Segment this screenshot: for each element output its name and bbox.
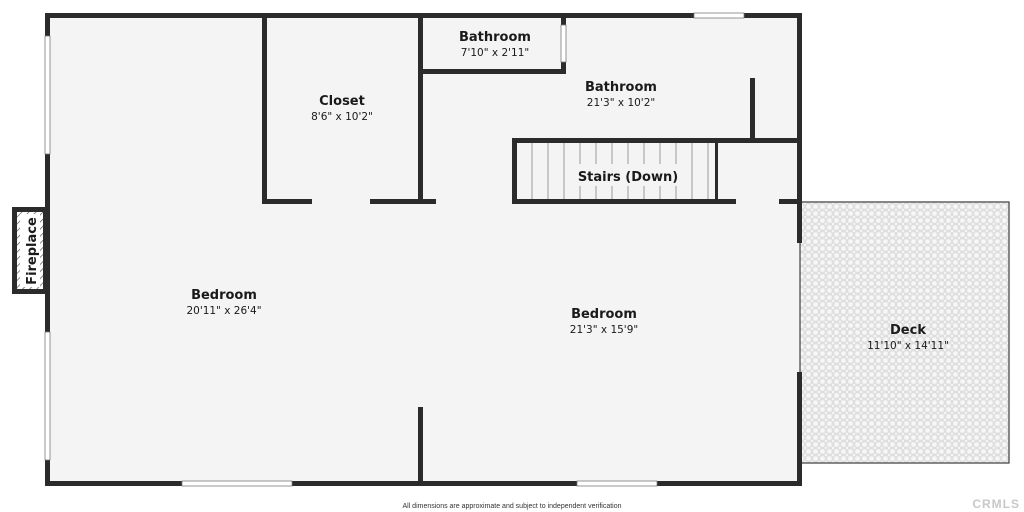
wall-small-bath-right-a — [561, 13, 566, 25]
bedroom-right-dims: 21'3" x 15'9" — [570, 324, 638, 336]
wall-closet-bottom-b — [370, 199, 436, 204]
wall-bottom — [45, 481, 802, 486]
wall-bedroom-divider — [418, 407, 423, 486]
window-left-upper — [44, 35, 51, 155]
bathroom-main-name: Bathroom — [585, 80, 657, 95]
wall-closet-left — [262, 13, 267, 204]
stairs-name: Stairs (Down) — [578, 170, 678, 185]
footer-disclaimer: All dimensions are approximate and subje… — [402, 503, 621, 510]
wall-stairs-top — [512, 138, 802, 143]
wall-stairs-bottom-a — [512, 199, 736, 204]
window-small-bath — [560, 24, 567, 63]
fireplace-label: Fireplace — [25, 217, 40, 285]
wall-stairs-divider — [715, 143, 718, 204]
wall-top — [45, 13, 802, 18]
bathroom-small-name: Bathroom — [459, 30, 531, 45]
fireplace — [12, 207, 48, 294]
bedroom-left-dims: 20'11" x 26'4" — [186, 305, 261, 317]
deck-area — [799, 201, 1010, 464]
closet-dims: 8'6" x 10'2" — [311, 111, 373, 123]
wall-small-bath-bottom — [418, 69, 566, 74]
wall-closet-bottom-a — [262, 199, 312, 204]
deck-dims: 11'10" x 14'11" — [867, 340, 949, 352]
window-bottom-right — [576, 480, 658, 487]
bathroom-small-dims: 7'10" x 2'11" — [461, 47, 529, 59]
window-left-lower — [44, 331, 51, 461]
wall-stairs-bottom-b — [779, 199, 802, 204]
wall-small-bath-right-b — [561, 62, 566, 74]
windows — [44, 12, 745, 487]
wall-stairs-left — [512, 138, 517, 204]
stairs-label-bg — [579, 164, 677, 186]
window-top — [693, 12, 745, 19]
deck-name: Deck — [890, 323, 926, 338]
window-bottom-left — [181, 480, 293, 487]
wall-bath-stub — [750, 78, 755, 140]
wall-right-lower — [797, 372, 802, 486]
brand-watermark: CRMLS — [972, 497, 1020, 511]
closet-name: Closet — [319, 94, 365, 109]
bathroom-main-dims: 21'3" x 10'2" — [587, 97, 655, 109]
bedroom-left-name: Bedroom — [191, 288, 257, 303]
wall-closet-right — [418, 13, 423, 204]
bedroom-right-name: Bedroom — [571, 307, 637, 322]
wall-right-upper — [797, 13, 802, 243]
